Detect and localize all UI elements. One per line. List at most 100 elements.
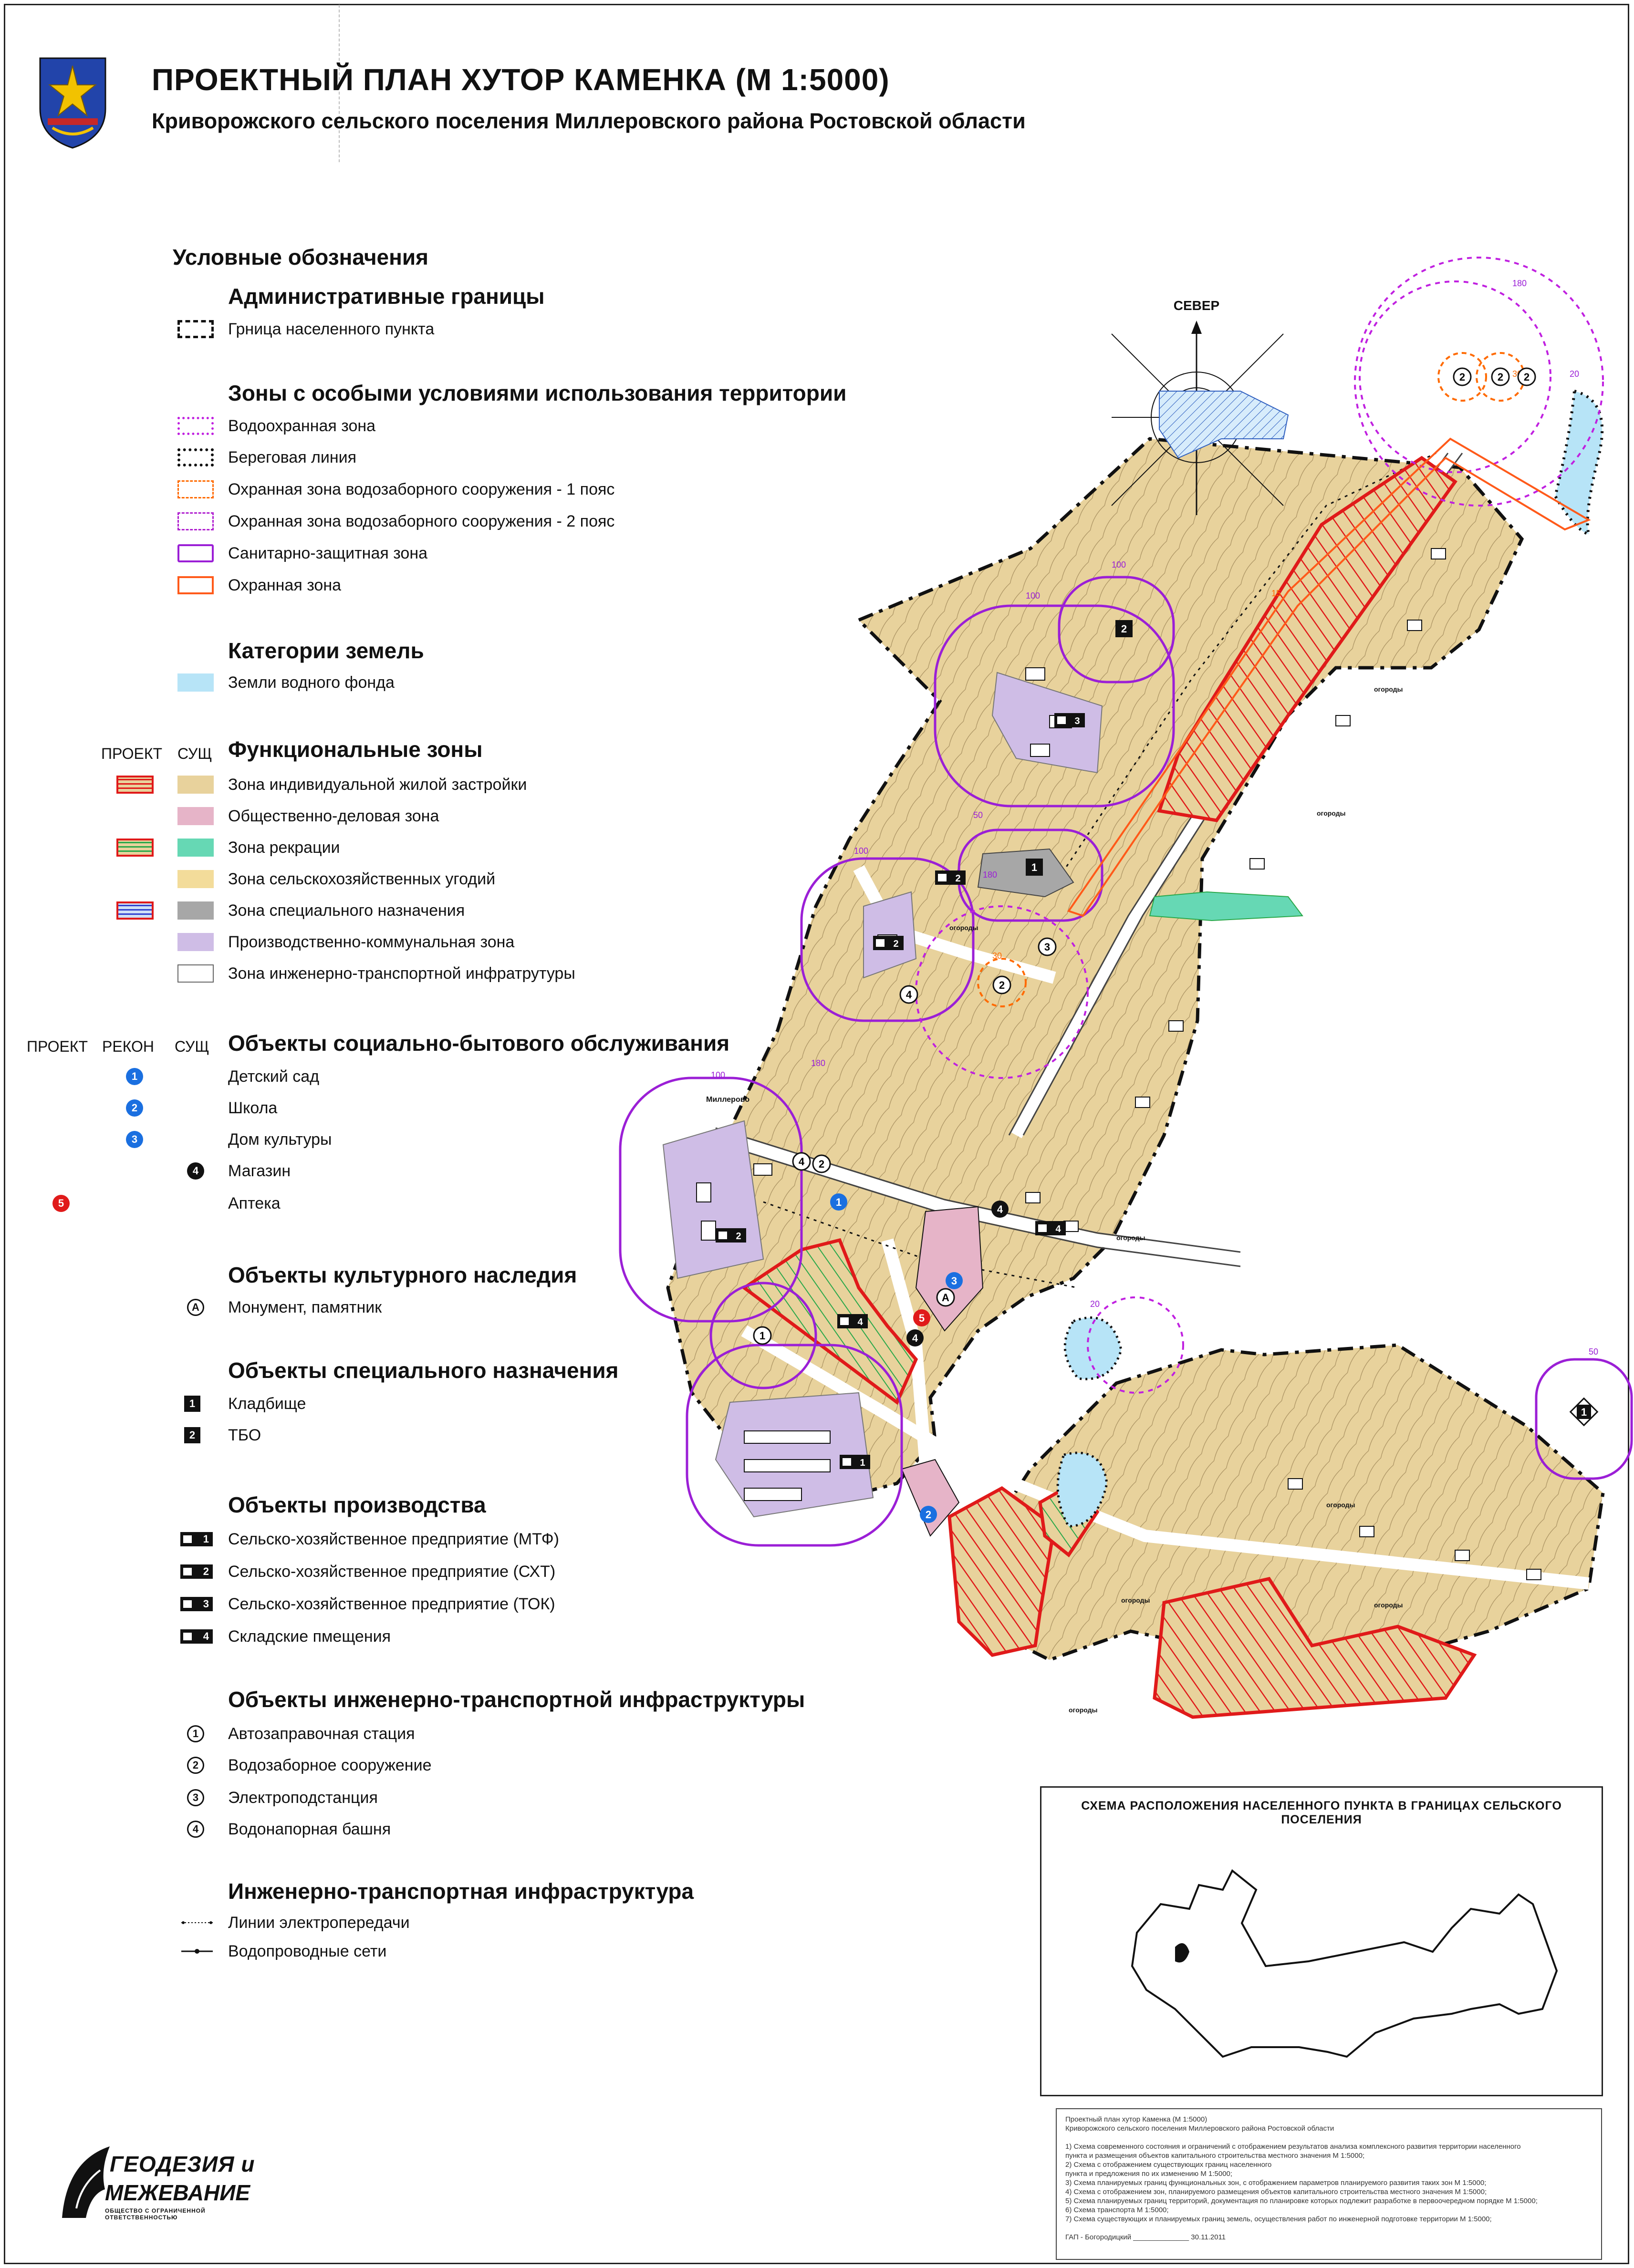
river-section <box>1553 389 1604 537</box>
cemetery-marker: 1 <box>1026 859 1043 876</box>
legend-label: ТБО <box>228 1426 261 1444</box>
legend-label: Береговая линия <box>228 448 357 466</box>
coat-of-arms-icon <box>39 57 106 149</box>
project-zone-south <box>1153 1577 1477 1719</box>
water-intake-marker-1: 2 <box>1453 367 1472 386</box>
school-icon: 2 <box>126 1099 143 1117</box>
agricultural-swatch <box>177 870 214 888</box>
special-project-swatch <box>116 901 154 920</box>
production-icon: 4 <box>180 1629 213 1644</box>
legend-label: Производственно-коммунальная зона <box>228 933 515 951</box>
pharmacy-marker: 5 <box>913 1309 930 1326</box>
stamp-line: 6) Схема транспорта М 1:5000; <box>1065 2206 1169 2214</box>
stamp-line: 4) Схема с отображением зон, планируемог… <box>1065 2188 1487 2196</box>
svg-text:4: 4 <box>1055 1224 1061 1234</box>
production-markers: 3 2 2 2 4 4 1 <box>716 713 1085 1469</box>
industrial-zone-tok <box>991 672 1103 774</box>
shop-marker-1: 4 <box>906 1329 924 1346</box>
svg-text:2: 2 <box>1524 371 1530 383</box>
legend-label: Земли водного фонда <box>228 673 395 692</box>
school-marker: 2 <box>920 1506 937 1523</box>
stamp-line: Проектный план хутор Каменка (М 1:5000) <box>1065 2115 1207 2123</box>
residential-swatch <box>177 776 214 794</box>
legend-land-title: Категории земель <box>228 638 424 663</box>
stamp-line: 5) Схема планируемых границ территорий, … <box>1065 2197 1538 2205</box>
production-icon: 3 <box>180 1597 213 1611</box>
settlement-boundary-outline <box>1131 1869 1558 2058</box>
legend-label: Зона рекрации <box>228 839 340 857</box>
col-project: ПРОЕКТ <box>27 1038 88 1055</box>
protection-swatch <box>177 576 214 594</box>
svg-text:4: 4 <box>906 989 912 1001</box>
radius-label-100-west: 100 <box>711 1070 725 1080</box>
stamp-line: 7) Схема существующих и планируемых гран… <box>1065 2215 1492 2223</box>
legend-admin-title: Административные границы <box>228 284 545 309</box>
col-project: ПРОЕКТ <box>101 745 163 762</box>
zone-radius-labels: 100 100 100 100 180 180 180 50 50 20 20 <box>711 279 1598 1357</box>
culture-house-marker: 3 <box>946 1272 963 1289</box>
radius-label-20: 20 <box>1570 369 1579 379</box>
legend-label: Водонапорная башня <box>228 1820 391 1838</box>
stamp-line <box>1065 2224 1592 2233</box>
svg-text:1: 1 <box>1581 1406 1587 1418</box>
stamp-line: 2) Схема с отображением существующих гра… <box>1065 2161 1272 2169</box>
legend-label: Сельско-хозяйственное предприятие (СХТ) <box>228 1563 556 1581</box>
radius-label-20-pond: 20 <box>1090 1299 1100 1309</box>
culture-house-icon: 3 <box>126 1131 143 1148</box>
sanitary-zones <box>619 576 1633 1547</box>
water-tower-marker-2: 4 <box>792 1152 811 1171</box>
legend-label: Сельско-хозяйственное предприятие (ТОК) <box>228 1595 555 1613</box>
sanitary-zone-cemetery-east <box>1535 1358 1633 1480</box>
legend-label: Водозаборное сооружение <box>228 1756 432 1774</box>
svg-text:А: А <box>942 1292 949 1304</box>
stamp-line: пункта и предложения по их изменению М 1… <box>1065 2170 1233 2178</box>
legend-label: Складские пмещения <box>228 1627 391 1646</box>
sht-marker-1: 2 <box>935 870 966 885</box>
radius-label-100-tok: 100 <box>1026 591 1040 601</box>
public-swatch <box>177 807 214 825</box>
map-subtitle: Криворожского сельского поселения Миллер… <box>152 109 1026 133</box>
svg-text:2: 2 <box>1459 371 1465 383</box>
cemetery-east-marker: 1 <box>1569 1397 1599 1427</box>
waste-icon: 2 <box>184 1427 200 1443</box>
svg-text:4: 4 <box>799 1156 805 1168</box>
water-intake-marker-4: 2 <box>992 975 1011 994</box>
svg-text:3: 3 <box>1074 716 1080 726</box>
header-separator <box>339 5 340 162</box>
svg-text:2: 2 <box>736 1231 741 1242</box>
water-protection-swatch <box>177 417 214 435</box>
north-arrow-icon <box>1191 321 1202 334</box>
industrial-swatch <box>177 933 214 951</box>
water-tower-marker-1: 4 <box>899 985 918 1004</box>
sanitary-zone-west <box>619 1077 803 1323</box>
svg-text:2: 2 <box>955 873 960 884</box>
title-block: Проектный план хутор Каменка (М 1:5000) … <box>1056 2108 1602 2260</box>
substation-marker: 3 <box>1038 937 1057 956</box>
water-intake-marker-5: 2 <box>812 1154 831 1173</box>
water-pipe-icon <box>181 1949 213 1954</box>
protection-zones <box>1067 437 1591 917</box>
production-icon: 1 <box>180 1532 213 1546</box>
warehouse-marker-1: 4 <box>837 1314 868 1328</box>
north-label: СЕВЕР <box>1174 298 1219 313</box>
legend-label: Зона индивидуальной жилой застройки <box>228 776 527 794</box>
legend-heritage-title: Объекты культурного наследия <box>228 1263 577 1287</box>
stamp-line: 3) Схема планируемых границ функциональн… <box>1065 2179 1487 2187</box>
kindergarten-icon: 1 <box>126 1068 143 1085</box>
col-existing: СУЩ <box>177 745 212 762</box>
east-street <box>741 1325 1590 1590</box>
legend-label: Дом культуры <box>228 1130 332 1149</box>
recreation-zone <box>1149 891 1303 922</box>
svg-text:4: 4 <box>997 1203 1003 1215</box>
legend-label: Школа <box>228 1099 278 1117</box>
sanitary-zone-tok <box>934 604 1175 808</box>
svg-text:2: 2 <box>1498 371 1503 383</box>
garden-label-8: огороды <box>949 924 978 932</box>
legend-label: Охранная зона водозаборного сооружения -… <box>228 512 615 530</box>
project-recreation-west <box>741 1238 918 1405</box>
radius-label-100-sht: 100 <box>854 846 868 856</box>
radius-label-50-east: 50 <box>1589 1347 1598 1357</box>
public-zone <box>915 1206 984 1332</box>
svg-text:1: 1 <box>836 1196 842 1208</box>
